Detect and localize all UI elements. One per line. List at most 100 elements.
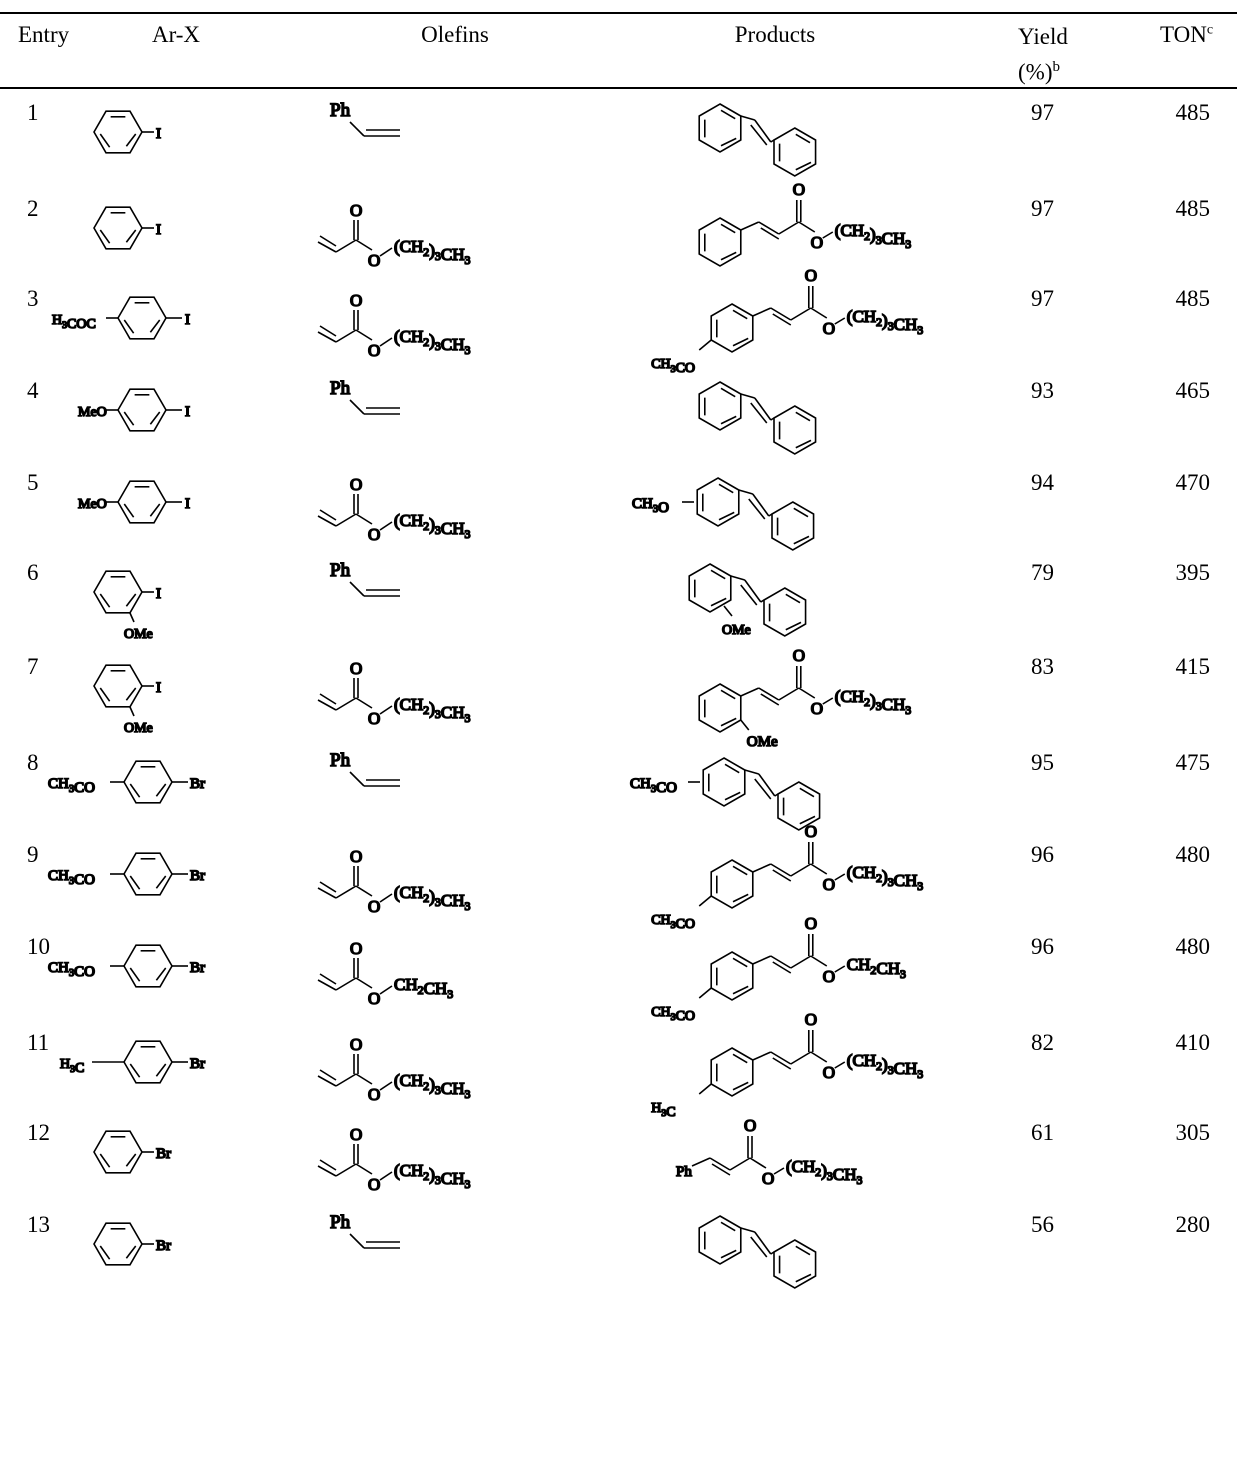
svg-text:O: O — [368, 989, 380, 1008]
entry-number: 8 — [27, 750, 39, 775]
svg-text:Br: Br — [190, 868, 205, 884]
product-structure: CH3O — [520, 470, 940, 575]
svg-text:O: O — [823, 875, 835, 894]
svg-text:I: I — [156, 126, 161, 142]
svg-text:I: I — [185, 312, 190, 328]
svg-text:CH3CO: CH3CO — [651, 913, 695, 932]
ton-value: 485 — [1175, 100, 1211, 125]
olefin-structure: Ph — [260, 1211, 580, 1307]
table-header-rule — [0, 87, 1237, 89]
svg-text:O: O — [811, 699, 823, 718]
svg-text:O: O — [368, 525, 380, 544]
entry-number: 10 — [27, 934, 50, 959]
svg-text:O: O — [368, 1085, 380, 1104]
yield-value: 96 — [1031, 842, 1054, 867]
aryl-halide-structure: Br — [0, 1120, 260, 1215]
svg-text:(CH2)3CH3: (CH2)3CH3 — [847, 307, 923, 337]
product-structure: OMe — [520, 560, 940, 665]
svg-text:CH3CO: CH3CO — [630, 776, 677, 796]
svg-text:O: O — [805, 822, 817, 841]
ton-value: 485 — [1175, 286, 1211, 311]
svg-text:(CH2)3CH3: (CH2)3CH3 — [394, 511, 470, 541]
svg-text:(CH2)3CH3: (CH2)3CH3 — [394, 237, 470, 267]
product-structure — [520, 1212, 940, 1317]
ton-value: 470 — [1175, 470, 1211, 495]
svg-text:(CH2)3CH3: (CH2)3CH3 — [394, 327, 470, 357]
header-ton: TONc — [1160, 22, 1214, 47]
svg-text:OMe: OMe — [747, 734, 778, 750]
svg-text:O: O — [350, 1125, 362, 1144]
olefin-structure: Ph — [260, 559, 580, 655]
header-olefins: Olefins — [421, 22, 489, 47]
yield-value: 97 — [1031, 286, 1054, 311]
svg-text:OMe: OMe — [124, 627, 153, 642]
aryl-halide-structure: I — [0, 100, 260, 195]
entry-number: 4 — [27, 378, 39, 403]
svg-text:O: O — [744, 1116, 756, 1135]
svg-text:I: I — [156, 586, 161, 602]
svg-text:CH3CO: CH3CO — [48, 868, 95, 888]
svg-text:O: O — [350, 939, 362, 958]
svg-text:O: O — [350, 475, 362, 494]
olefin-structure: O O (CH2)3CH3 — [260, 1030, 580, 1125]
svg-text:(CH2)3CH3: (CH2)3CH3 — [394, 1071, 470, 1101]
aryl-halide-structure: I — [0, 196, 260, 291]
svg-text:H3COC: H3COC — [52, 313, 96, 332]
product-structure: CH3CO — [520, 750, 940, 855]
svg-text:O: O — [811, 233, 823, 252]
yield-value: 79 — [1031, 560, 1054, 585]
svg-text:O: O — [805, 914, 817, 933]
entry-number: 6 — [27, 560, 39, 585]
yield-value: 93 — [1031, 378, 1054, 403]
svg-text:Br: Br — [156, 1238, 171, 1254]
svg-text:(CH2)3CH3: (CH2)3CH3 — [847, 863, 923, 893]
ton-value: 480 — [1175, 934, 1211, 959]
aryl-halide-structure: Br — [0, 1212, 260, 1307]
svg-text:O: O — [805, 266, 817, 285]
svg-text:CH3O: CH3O — [632, 496, 669, 516]
svg-text:(CH2)3CH3: (CH2)3CH3 — [847, 1051, 923, 1081]
svg-text:O: O — [350, 1035, 362, 1054]
olefin-structure: O O (CH2)3CH3 — [260, 470, 580, 565]
ton-value: 415 — [1175, 654, 1211, 679]
svg-text:O: O — [368, 341, 380, 360]
svg-text:H3C: H3C — [60, 1057, 84, 1076]
svg-text:I: I — [156, 680, 161, 696]
svg-text:(CH2)3CH3: (CH2)3CH3 — [835, 687, 911, 717]
aryl-halide-structure: H3COC I — [0, 286, 260, 381]
svg-text:O: O — [823, 1063, 835, 1082]
yield-value: 97 — [1031, 100, 1054, 125]
header-products: Products — [734, 22, 816, 47]
entry-number: 9 — [27, 842, 39, 867]
header-arx: Ar-X — [151, 22, 201, 47]
svg-text:O: O — [805, 1010, 817, 1029]
svg-text:O: O — [350, 291, 362, 310]
header-yield: Yield (%)b — [1018, 22, 1068, 88]
svg-text:I: I — [185, 404, 190, 420]
svg-text:Ph: Ph — [330, 750, 351, 771]
svg-text:O: O — [793, 180, 805, 199]
product-structure — [520, 100, 940, 205]
svg-text:(CH2)3CH3: (CH2)3CH3 — [786, 1157, 862, 1187]
yield-value: 83 — [1031, 654, 1054, 679]
svg-text:(CH2)3CH3: (CH2)3CH3 — [394, 883, 470, 913]
olefin-structure: Ph — [260, 99, 580, 195]
svg-text:H3C: H3C — [651, 1101, 675, 1120]
product-structure: H3C O O (CH2)3CH3 — [520, 1009, 940, 1135]
svg-text:I: I — [156, 222, 161, 238]
yield-value: 61 — [1031, 1120, 1054, 1145]
yield-value: 97 — [1031, 196, 1054, 221]
svg-text:Br: Br — [190, 776, 205, 792]
ton-value: 480 — [1175, 842, 1211, 867]
header-yield-line2: (%)b — [1018, 59, 1060, 85]
svg-text:Ph: Ph — [330, 1212, 351, 1233]
